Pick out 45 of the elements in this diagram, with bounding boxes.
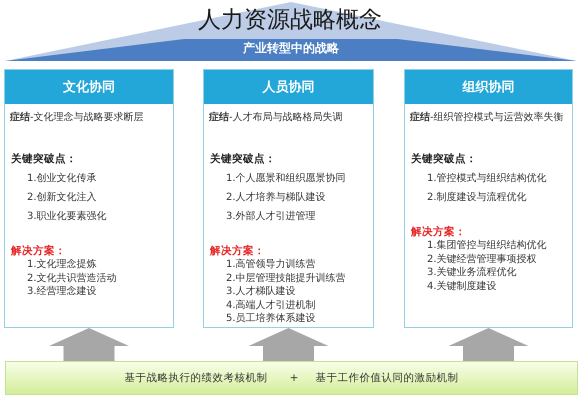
list-item: 1.创业文化传承	[27, 172, 97, 186]
list-item: 1.集团管控与组织结构优化	[427, 239, 547, 252]
list-item: 1.文化理念提炼	[27, 258, 97, 272]
list-item: 4.关键制度建设	[427, 280, 497, 293]
list-item: 2.关键经营管理事项授权	[427, 252, 537, 266]
bar-text: 基于战略执行的绩效考核机制	[124, 371, 268, 385]
roof-banner	[5, 2, 577, 61]
section-heading: 解决方案：	[11, 244, 66, 258]
list-item: 5.员工培养体系建设	[226, 312, 316, 326]
list-item: 2.中层管理技能提升训练营	[226, 272, 346, 285]
section-heading: 解决方案：	[210, 244, 265, 258]
banner-text: 产业转型中的战略	[243, 42, 339, 55]
list-item: 1.管控模式与组织结构优化	[427, 172, 547, 186]
block-arrow	[49, 328, 129, 361]
column-panel	[203, 69, 374, 328]
list-item: 3.关键业务流程优化	[427, 266, 517, 280]
section-heading: 关键突破点：	[11, 152, 77, 166]
column-panel	[404, 69, 573, 328]
base-bar	[5, 361, 578, 395]
section-heading: 关键突破点：	[411, 152, 477, 166]
list-item: 2.人才培养与梯队建设	[226, 190, 326, 205]
problem-statement: 症结-文化理念与战略要求断层	[10, 111, 144, 125]
list-item: 4.高端人才引进机制	[226, 298, 316, 312]
list-item: 1.高管领导力训练营	[226, 258, 316, 272]
diagram-title: 人力资源战略概念	[198, 6, 382, 34]
section-heading: 解决方案：	[411, 225, 466, 239]
list-item: 2.创新文化注入	[27, 190, 97, 205]
column-header: 组织协同	[405, 70, 572, 104]
list-item: 2.文化共识营造活动	[27, 272, 117, 285]
problem-statement: 症结-人才布局与战略格局失调	[209, 111, 343, 125]
column-header: 文化协同	[5, 70, 173, 104]
list-item: 1.个人愿景和组织愿景协同	[226, 172, 346, 186]
list-item: 3.经营理念建设	[27, 285, 97, 298]
column-panel	[4, 69, 174, 328]
bar-text: 基于工作价值认同的激励机制	[316, 371, 458, 385]
list-item: 3.人才梯队建设	[226, 285, 296, 298]
plus-sign: +	[290, 371, 298, 385]
column-header: 人员协同	[204, 70, 373, 104]
problem-statement: 症结-组织管控模式与运营效率失衡	[410, 111, 564, 125]
section-heading: 关键突破点：	[210, 152, 276, 166]
block-arrow	[248, 328, 328, 361]
list-item: 3.职业化要素强化	[27, 210, 107, 224]
block-arrow	[448, 328, 528, 361]
list-item: 2.制度建设与流程优化	[427, 190, 527, 205]
list-item: 3.外部人才引进管理	[226, 210, 316, 224]
